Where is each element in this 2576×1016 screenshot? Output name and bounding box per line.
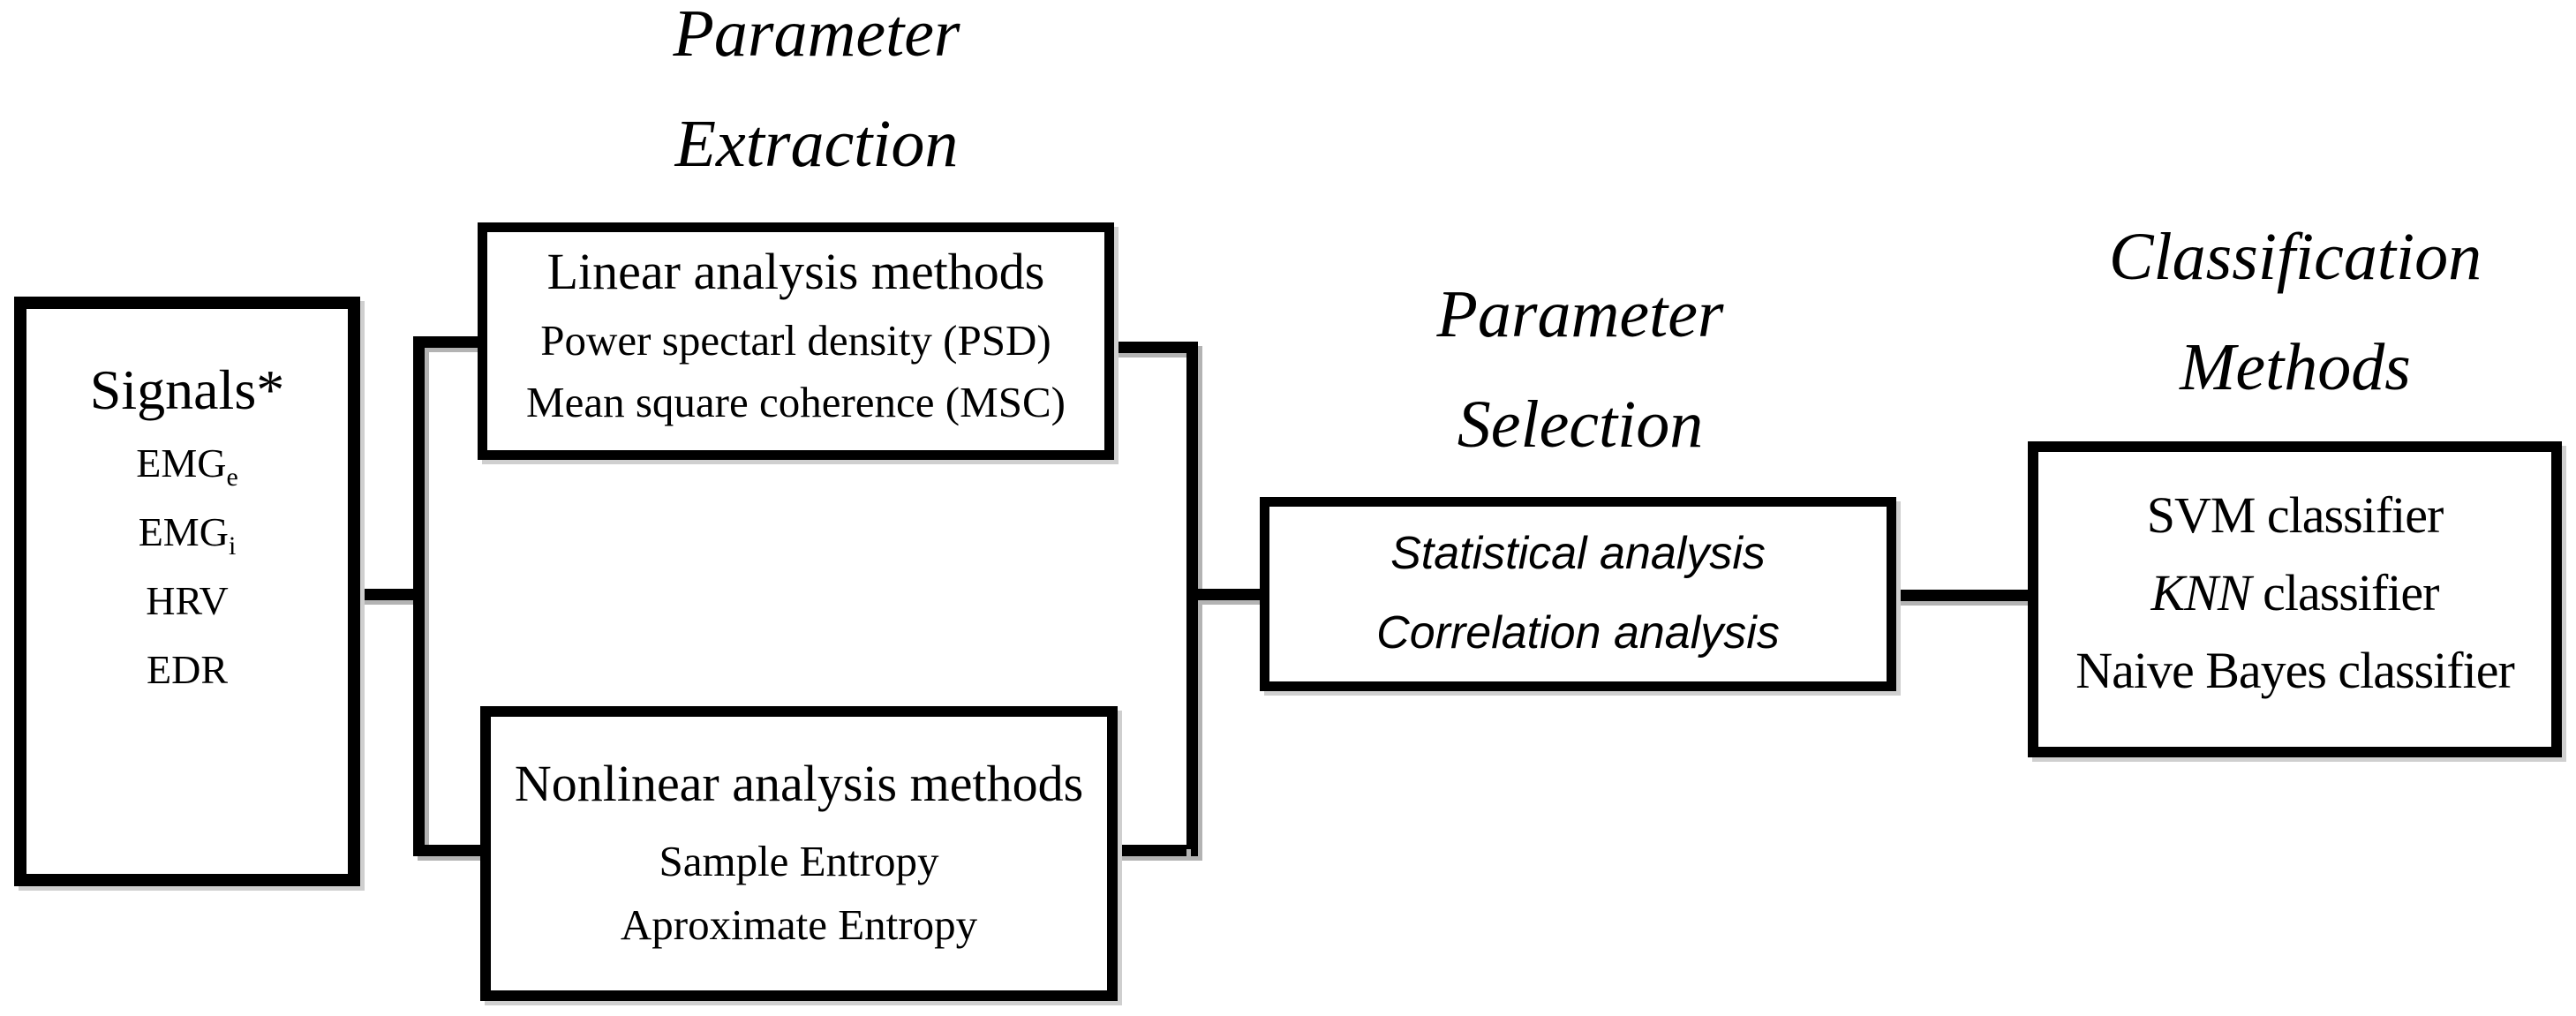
connector-signals-to-branch [353, 589, 413, 600]
classification-methods-heading-line2: Methods [2180, 330, 2411, 404]
signal-item-subscript: i [228, 531, 237, 561]
signal-item-edr: EDR [26, 636, 348, 704]
parameter-selection-box: Statistical analysis Correlation analysi… [1260, 497, 1896, 691]
parameter-selection-heading-line2: Selection [1457, 388, 1704, 462]
connector-left-branch-vertical [413, 336, 425, 856]
connector-branch-to-nonlinear [425, 845, 480, 856]
nonlinear-analysis-title: Nonlinear analysis methods [514, 755, 1084, 812]
classifier-item-svm: SVM classifier [2038, 477, 2551, 554]
linear-analysis-item-msc: Mean square coherence (MSC) [526, 378, 1066, 426]
selection-item-correlation: Correlation analysis [1376, 607, 1780, 659]
connector-selection-to-classifiers [1889, 590, 2028, 601]
linear-analysis-item-psd: Power spectarl density (PSD) [540, 316, 1051, 365]
connector-merge-to-selection [1198, 589, 1260, 600]
signal-item-base: EMG [138, 509, 229, 554]
classifier-item-text: SVM classifier [2146, 486, 2444, 544]
signals-box-title: Signals* [89, 358, 285, 421]
parameter-selection-heading-line1: Parameter [1436, 277, 1724, 351]
connector-right-merge-vertical [1186, 342, 1198, 856]
classifier-item-emphasis: KNN [2150, 564, 2252, 621]
parameter-extraction-heading-line1: Parameter [673, 0, 960, 71]
signal-item-emgi: EMGi [26, 498, 348, 567]
signal-item-subscript: e [226, 463, 238, 493]
signals-box: Signals* EMGe EMGi HRV EDR [14, 297, 360, 886]
nonlinear-analysis-box: Nonlinear analysis methods Sample Entrop… [480, 706, 1118, 1001]
classification-methods-heading-line1: Classification [2108, 220, 2482, 294]
signal-item-emge: EMGe [26, 429, 348, 498]
signal-item-hrv: HRV [26, 567, 348, 636]
signal-item-base: EDR [147, 647, 228, 692]
classification-box: SVM classifier KNN classifier Naive Baye… [2028, 441, 2562, 757]
connector-nonlinear-to-merge [1118, 845, 1186, 856]
classifier-item-text: Naive Bayes classifier [2075, 642, 2515, 699]
selection-item-statistical: Statistical analysis [1390, 528, 1766, 579]
signal-item-base: HRV [146, 578, 229, 623]
linear-analysis-box: Linear analysis methods Power spectarl d… [478, 222, 1114, 460]
connector-branch-to-linear [425, 336, 478, 348]
classifier-item-text: classifier [2250, 564, 2439, 621]
nonlinear-analysis-item-approximate-entropy: Aproximate Entropy [620, 900, 978, 949]
classifier-item-knn: KNN classifier [2038, 554, 2551, 632]
signal-item-base: EMG [136, 440, 227, 485]
parameter-extraction-heading-line2: Extraction [674, 107, 959, 181]
classifier-item-naive-bayes: Naive Bayes classifier [2038, 632, 2551, 710]
linear-analysis-title: Linear analysis methods [546, 243, 1045, 300]
connector-linear-to-merge [1105, 342, 1186, 353]
nonlinear-analysis-item-sample-entropy: Sample Entropy [659, 837, 939, 885]
